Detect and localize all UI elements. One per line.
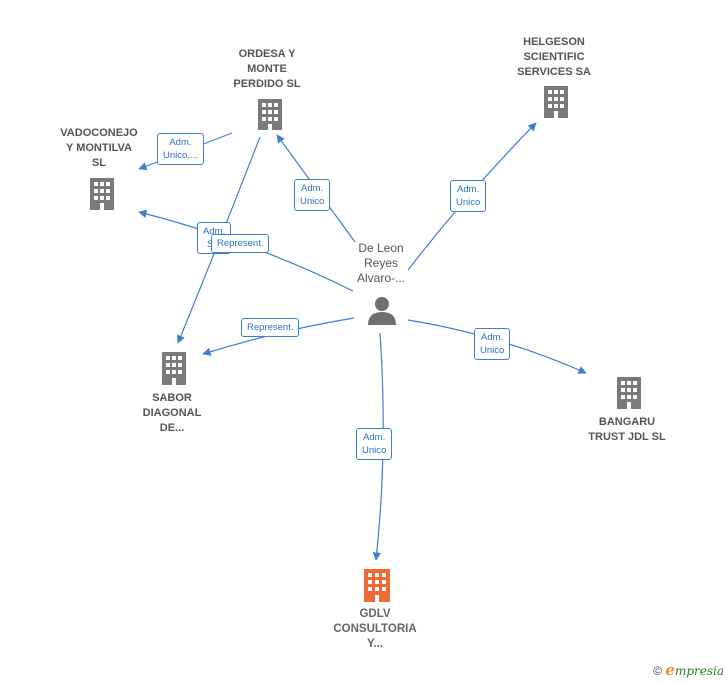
brand-logo: empresia [665,661,724,679]
edge-label-gdlv[interactable]: Adm. Unico [356,428,393,460]
node-label-person[interactable]: De Leon Reyes Alvaro-... [356,241,405,285]
building-icon[interactable] [90,178,114,210]
node-label-gdlv[interactable]: GDLV CONSULTORIA Y... [333,608,417,650]
node-label-bangaru[interactable]: BANGARU TRUST JDL SL [588,416,666,443]
copyright-icon: © [653,664,663,678]
footer-brand: © empresia [653,661,724,679]
node-label-vadoconejo[interactable]: VADOCONEJO Y MONTILVA SL [60,127,138,169]
node-label-sabor[interactable]: SABOR DIAGONAL DE... [142,392,202,434]
node-label-helgeson[interactable]: HELGESON SCIENTIFIC SERVICES SA [517,36,591,78]
building-icon[interactable] [162,352,186,385]
edge-label-bangaru[interactable]: Adm. Unico [474,328,511,360]
edge-label-vadoconejo[interactable]: Adm. Unico,... [157,133,204,165]
edge-label-helgeson[interactable]: Adm. Unico [450,180,487,212]
node-label-ordesa[interactable]: ORDESA Y MONTE PERDIDO SL [233,48,301,90]
edge-label-ordesa[interactable]: Adm. Unico [294,179,331,211]
person-icon[interactable] [368,297,396,325]
building-icon[interactable] [258,99,282,130]
edge-label-sabor-represent[interactable]: Represent. [241,318,300,337]
edge-label-vadoconejo-represent[interactable]: Represent. [211,234,270,253]
building-icon[interactable] [544,86,568,118]
building-icon-main[interactable] [364,569,390,602]
building-icon[interactable] [617,377,641,409]
